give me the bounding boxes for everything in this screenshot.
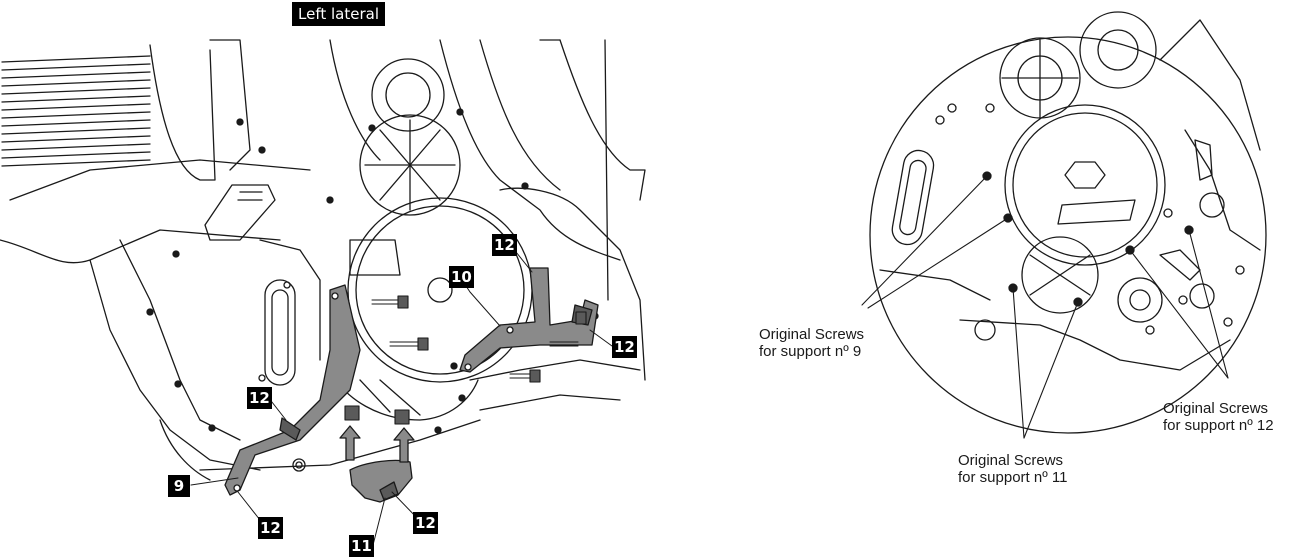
caption-line: for support nº 12 [1163,417,1274,434]
part-label-12: 12 [258,517,283,539]
leader-lines-right [861,175,1229,439]
radiator-fins [1,55,151,167]
part-label-12: 12 [612,336,637,358]
engine-left-view [0,39,646,481]
part-label-11: 11 [349,535,374,557]
support-bracket-9 [224,284,361,496]
part-label-10: 10 [449,266,474,288]
part-label-9: 9 [168,475,190,497]
caption-support-12: Original Screws for support nº 12 [1163,400,1274,434]
caption-support-9: Original Screws for support nº 9 [759,326,864,360]
support-bracket-11 [349,459,413,503]
caption-line: for support nº 9 [759,343,862,360]
caption-line: Original Screws [958,452,1064,469]
caption-line: Original Screws [759,326,865,343]
caption-support-11: Original Screws for support nº 11 [958,452,1067,486]
view-title: Left lateral [292,2,385,26]
caption-line: Original Screws [1163,400,1269,417]
caption-line: for support nº 11 [958,469,1068,486]
screws [344,295,587,425]
part-label-12: 12 [413,512,438,534]
detail-circle-view [869,11,1267,434]
part-label-12: 12 [492,234,517,256]
arrow-up-icon [339,425,415,463]
part-label-12: 12 [247,387,272,409]
